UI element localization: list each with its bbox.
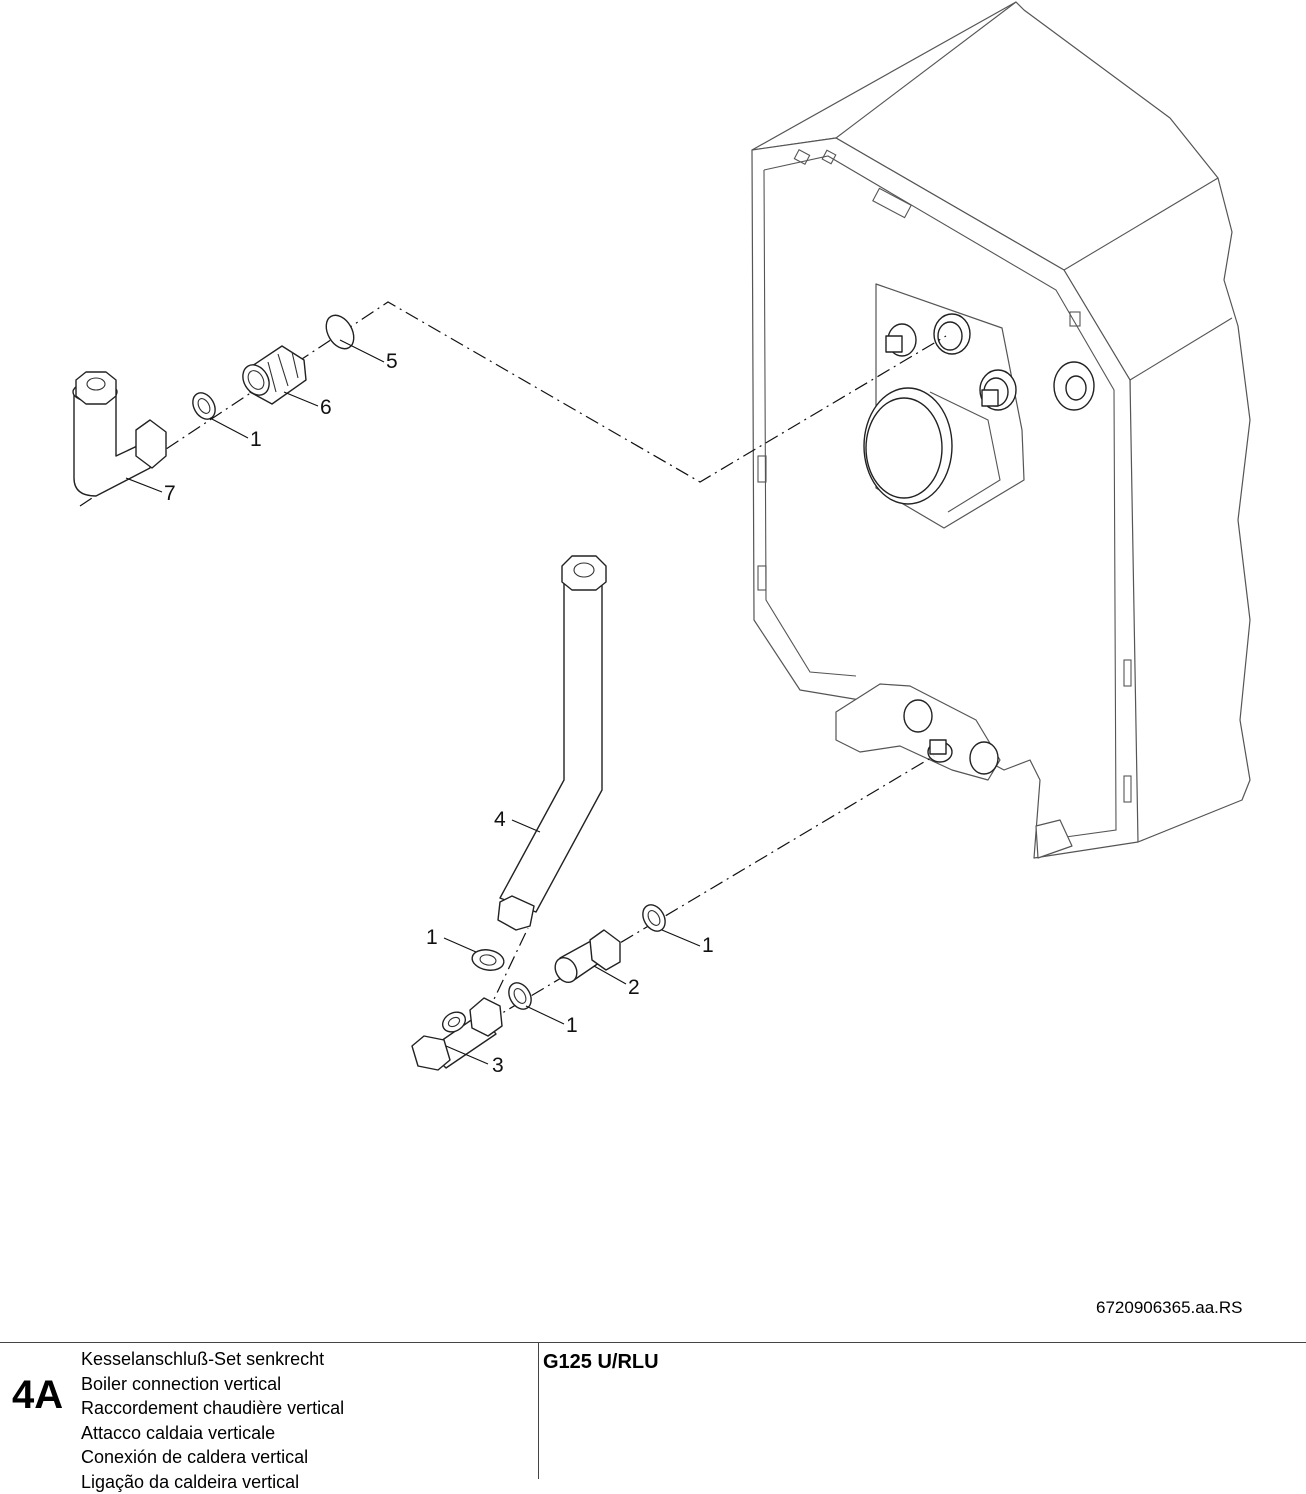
description-fr: Raccordement chaudière vertical bbox=[81, 1396, 344, 1421]
callout-1-left: 1 bbox=[426, 926, 438, 949]
callout-1-bottom: 1 bbox=[566, 1014, 578, 1037]
callout-2: 2 bbox=[628, 976, 640, 999]
part-1-seal-left bbox=[471, 947, 506, 972]
section-code: 4A bbox=[12, 1373, 63, 1418]
callout-1-upper: 1 bbox=[250, 428, 262, 451]
part-1-seal-upper bbox=[188, 389, 219, 423]
title-block-divider bbox=[538, 1343, 539, 1479]
part-4-tube bbox=[498, 556, 606, 930]
callout-4: 4 bbox=[494, 808, 506, 831]
description-list: Kesselanschluß-Set senkrecht Boiler conn… bbox=[81, 1347, 344, 1494]
description-en: Boiler connection vertical bbox=[81, 1372, 344, 1397]
callout-7: 7 bbox=[164, 482, 176, 505]
callout-6: 6 bbox=[320, 396, 332, 419]
callout-5: 5 bbox=[386, 350, 398, 373]
part-3-tee bbox=[412, 998, 502, 1070]
callout-3: 3 bbox=[492, 1054, 504, 1077]
description-es: Conexión de caldera vertical bbox=[81, 1445, 344, 1470]
title-block: 4A Kesselanschluß-Set senkrecht Boiler c… bbox=[0, 1342, 1306, 1479]
part-1-seal-right bbox=[638, 901, 669, 935]
part-2-nipple bbox=[551, 930, 620, 986]
drawing-code: 6720906365.aa.RS bbox=[1096, 1298, 1243, 1318]
callout-1-right: 1 bbox=[702, 934, 714, 957]
description-pt: Ligação da caldeira vertical bbox=[81, 1470, 344, 1494]
description-de: Kesselanschluß-Set senkrecht bbox=[81, 1347, 344, 1372]
exploded-parts-drawing: 5 6 1 7 4 1 1 2 1 3 bbox=[0, 0, 1306, 1340]
model-name: G125 U/RLU bbox=[543, 1351, 659, 1374]
part-7-elbow bbox=[73, 372, 166, 496]
boiler-housing bbox=[752, 2, 1250, 858]
description-it: Attacco caldaia verticale bbox=[81, 1421, 344, 1446]
